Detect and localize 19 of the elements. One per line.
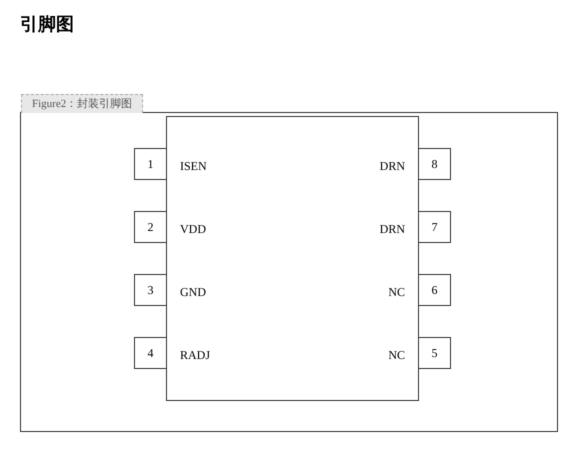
pin-number: 2 bbox=[134, 211, 167, 243]
pin-number: 3 bbox=[134, 274, 167, 306]
pin-name: NC bbox=[388, 348, 405, 363]
pin-number: 6 bbox=[418, 274, 451, 306]
pin-name: DRN bbox=[380, 222, 405, 237]
pin-number: 4 bbox=[134, 337, 167, 369]
pin-name: ISEN bbox=[180, 159, 207, 174]
pin-name: RADJ bbox=[180, 348, 210, 363]
pin-number: 5 bbox=[418, 337, 451, 369]
pin-number: 8 bbox=[418, 148, 451, 180]
pin-number: 7 bbox=[418, 211, 451, 243]
pin-name: GND bbox=[180, 285, 206, 300]
pin-name: NC bbox=[388, 285, 405, 300]
chip-body bbox=[166, 116, 419, 401]
pin-name: VDD bbox=[180, 222, 206, 237]
pin-number: 1 bbox=[134, 148, 167, 180]
diagram-title: 引脚图 bbox=[20, 13, 74, 36]
figure-tab: Figure2：封装引脚图 bbox=[21, 94, 144, 113]
pin-name: DRN bbox=[380, 159, 405, 174]
